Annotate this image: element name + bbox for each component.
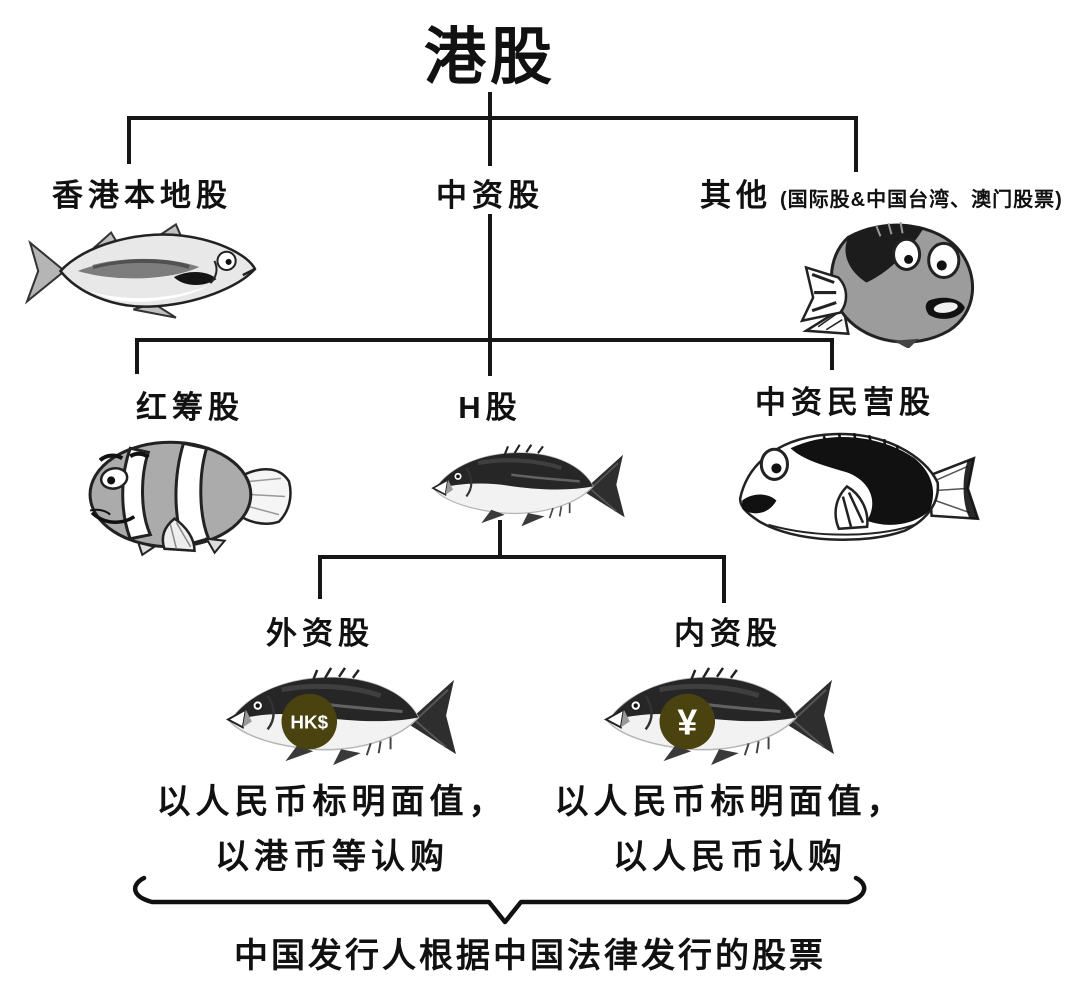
cny-coin [659,693,716,750]
cny-coin-label: ¥ [677,702,697,742]
connector-level1-bar [127,116,858,120]
foreign-shares-desc-line1: 以人民币标明面值， [156,783,508,821]
node-red-chip: 红筹股 [136,390,244,425]
connector-level2-bar [135,338,834,342]
node-hk-local-shares: 香港本地股 [52,178,232,213]
hkd-coin-label: HK$ [290,711,328,732]
footer-note: 中国发行人根据中国法律发行的股票 [234,937,826,975]
node-foreign-capital-shares: 外资股 [266,616,374,651]
node-others-label: 其他 [700,178,772,213]
connector-level2-right-drop [830,338,834,370]
domestic-shares-desc-line2: 以人民币认购 [613,838,847,876]
ink-fish-cny-coin-icon: ¥ [600,660,838,774]
connector-h-shares-stem [498,520,502,558]
connector-level2-left-drop [135,338,139,374]
hkd-coin [281,693,338,750]
dory-cartoon-fish-icon [799,222,975,348]
connector-level1-left-drop [127,116,131,164]
connector-level2-center-drop [488,338,492,376]
domestic-shares-desc-line1: 以人民币标明面值， [554,783,906,821]
node-h-shares: H股 [458,390,522,425]
mackerel-sketch-fish-icon [24,222,257,319]
clownfish-icon [88,440,292,557]
node-others-note: (国际股&中国台湾、澳门股票) [780,189,1063,211]
foreign-shares-desc-line2: 以港币等认购 [215,838,449,876]
ink-fish-icon [428,438,628,534]
connector-level3-bar [318,555,726,559]
connector-title-stem [488,92,492,120]
connector-level3-left-drop [318,555,322,599]
node-others: 其他 (国际股&中国台湾、澳门股票) [700,170,1063,215]
connector-level1-right-drop [854,116,858,172]
node-private-china-shares: 中资民营股 [755,385,935,420]
page-title: 港股 [423,23,556,92]
ink-fish-hkd-coin-icon: HK$ [222,660,460,774]
node-china-shares: 中资股 [436,178,544,213]
black-tang-fish-icon [738,432,980,541]
brace-underline [133,875,867,925]
connector-level3-right-drop [722,555,726,603]
node-domestic-capital-shares: 内资股 [674,616,782,651]
connector-level1-center-drop [488,116,492,166]
connector-china-shares-stem [488,214,492,342]
